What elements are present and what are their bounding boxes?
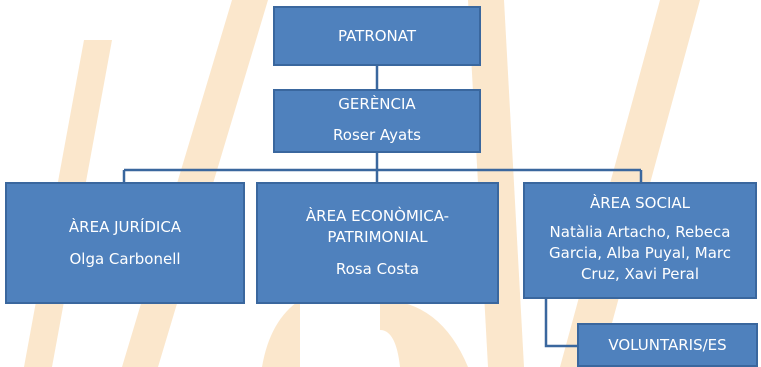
org-node-title: ÀREA ECONÒMICA-PATRIMONIAL [305, 207, 450, 246]
org-node-area-economica: ÀREA ECONÒMICA-PATRIMONIAL Rosa Costa [256, 182, 499, 304]
connector-social-voluntaris [544, 299, 577, 348]
org-node-members: Olga Carbonell [69, 249, 181, 268]
org-node-title: GERÈNCIA [338, 95, 416, 113]
org-node-patronat: PATRONAT [273, 6, 481, 66]
org-node-gerencia: GERÈNCIA Roser Ayats [273, 89, 481, 153]
org-node-members: Rosa Costa [335, 260, 420, 278]
org-node-title: ÀREA SOCIAL [589, 193, 691, 212]
org-node-members: Natàlia Artacho, Rebeca Garcia, Alba Puy… [549, 222, 731, 283]
org-node-title: VOLUNTARIS/ES [608, 335, 727, 354]
org-node-title: PATRONAT [337, 26, 417, 45]
org-node-title: ÀREA JURÍDICA [68, 217, 182, 236]
org-node-voluntaris: VOLUNTARIS/ES [577, 323, 758, 367]
org-node-area-social: ÀREA SOCIAL Natàlia Artacho, Rebeca Garc… [523, 182, 757, 299]
org-node-area-juridica: ÀREA JURÍDICA Olga Carbonell [5, 182, 245, 304]
org-node-members: Roser Ayats [333, 126, 421, 144]
